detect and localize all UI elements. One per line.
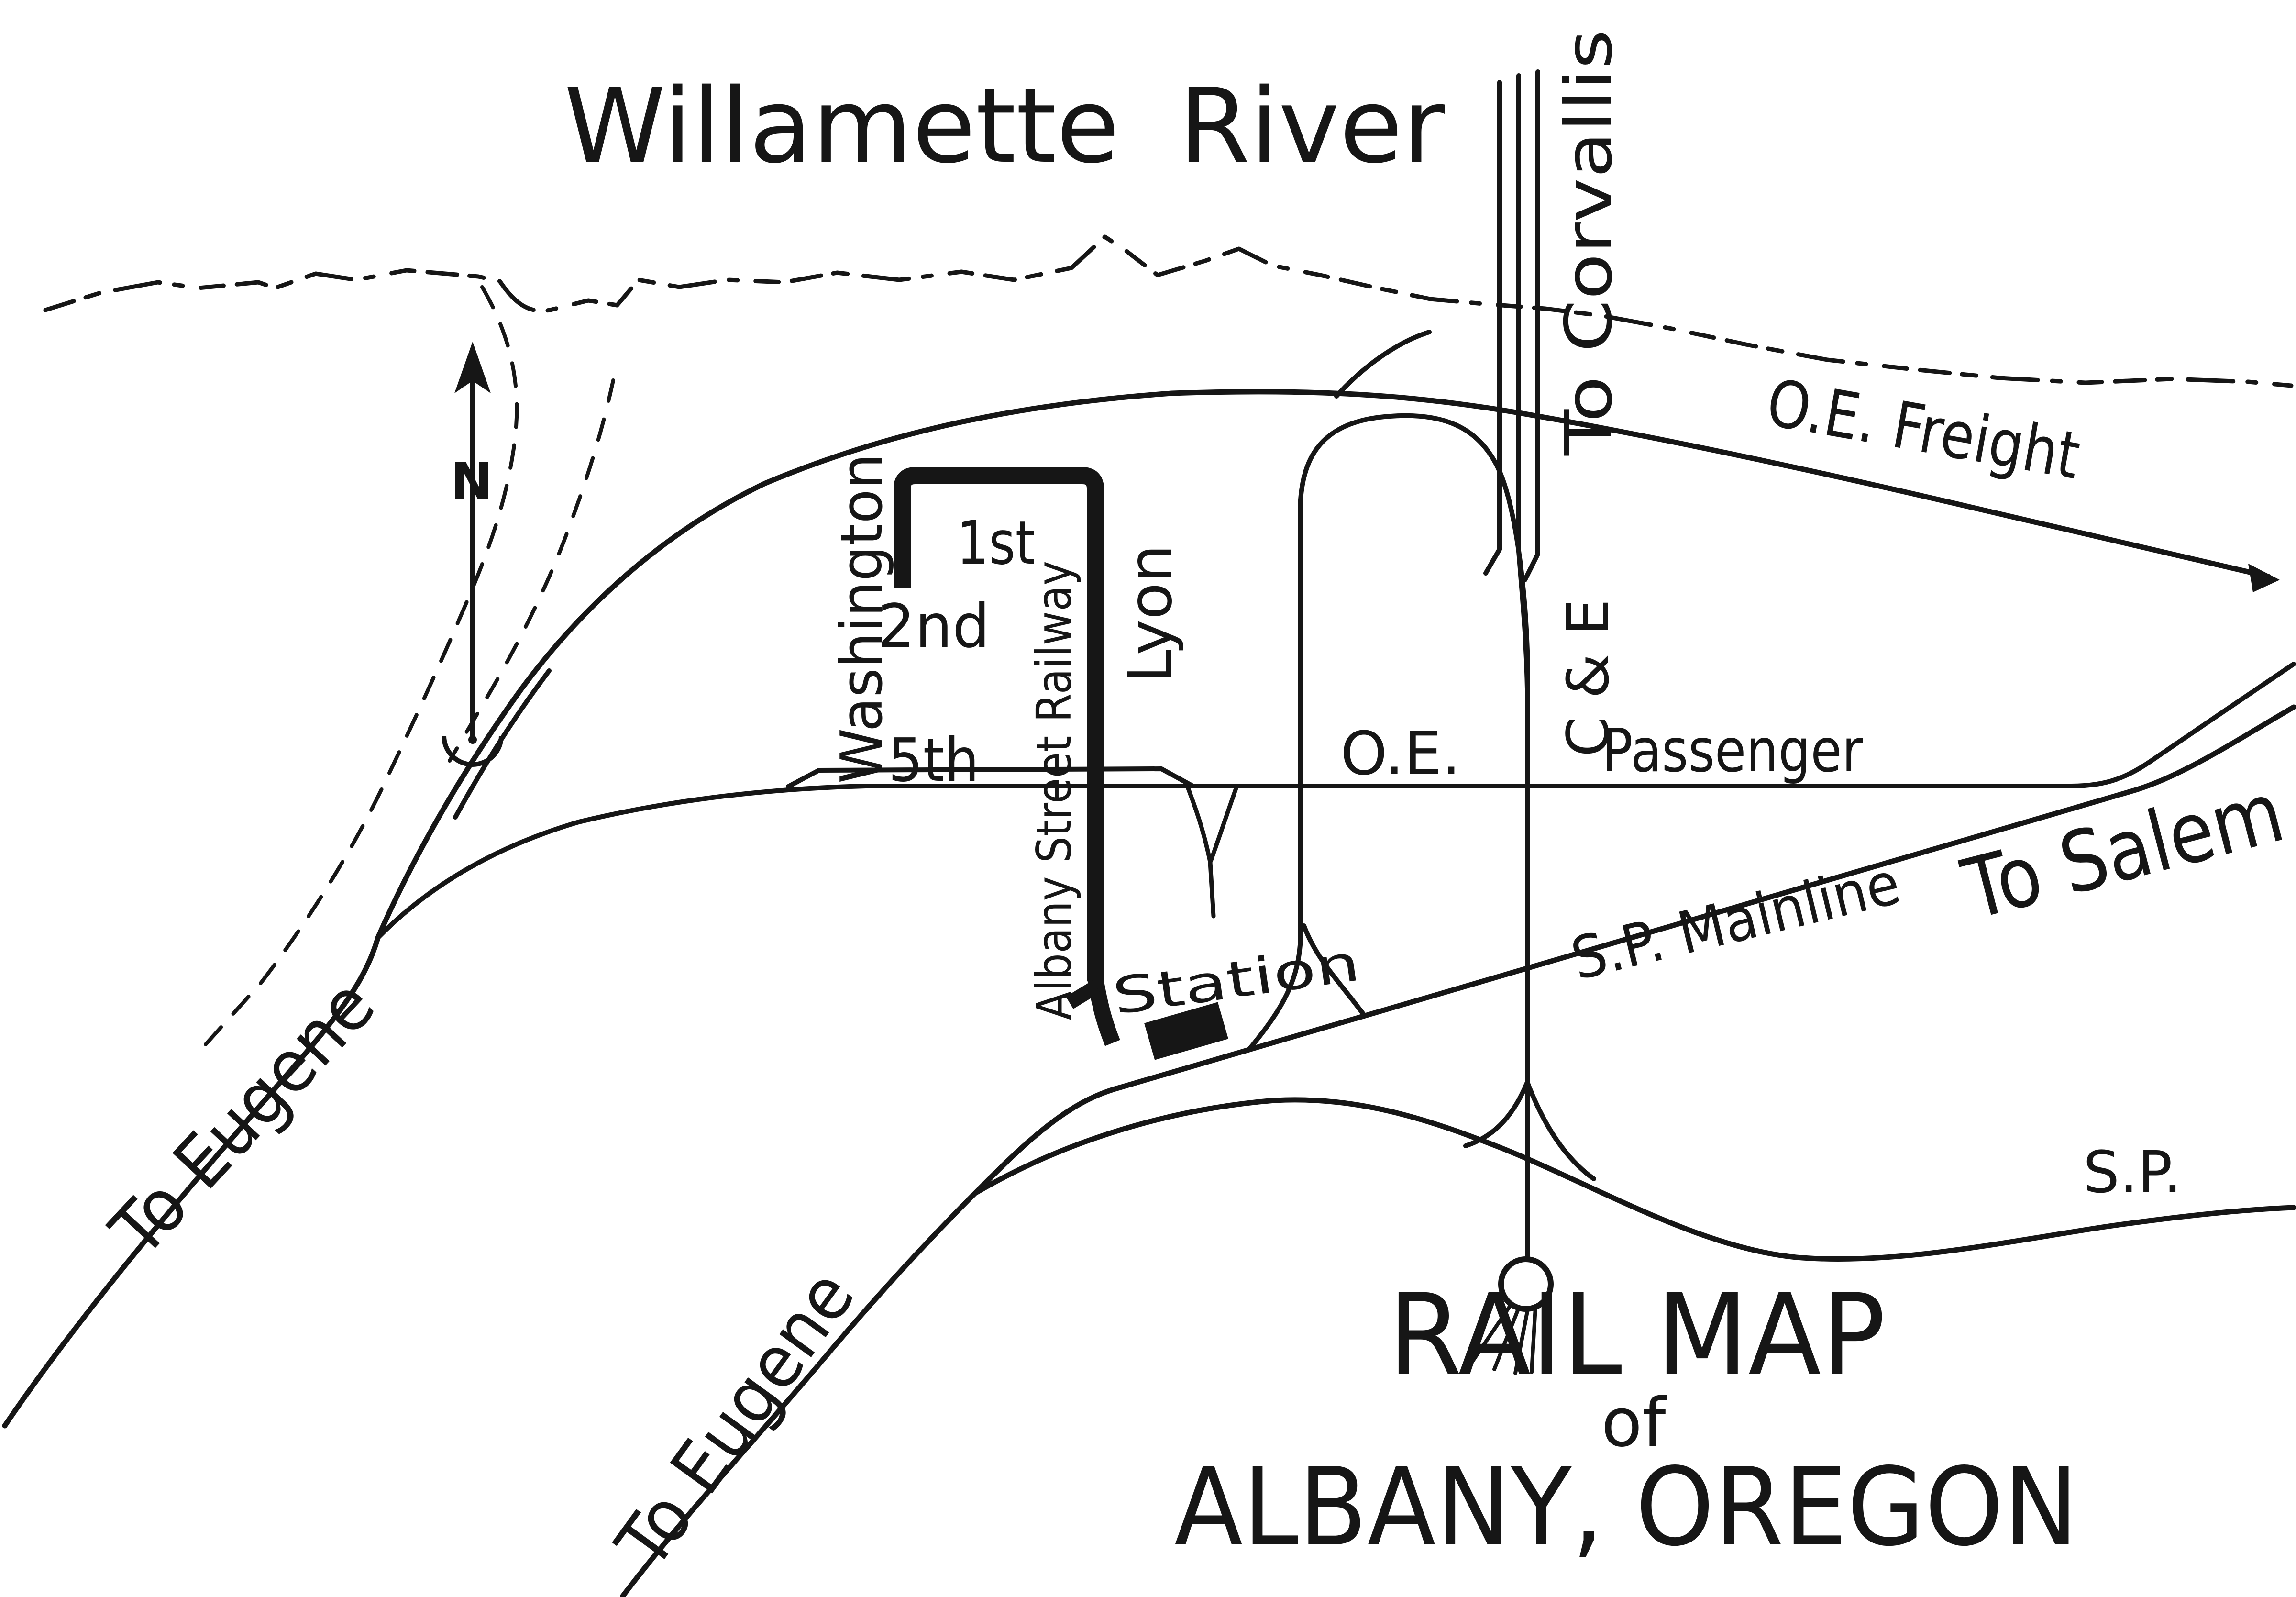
street-railway-branch [1087, 977, 1120, 1046]
label-to-corvallis: To Corvallis [1551, 30, 1626, 456]
oe-freight-arrowhead [2248, 564, 2280, 592]
street-railway-line [894, 467, 1104, 981]
street-railway-stub [1066, 980, 1100, 1009]
label-2nd: 2nd [878, 592, 990, 661]
loop-freight-connector [1334, 330, 1432, 399]
ce-track-middle [1516, 73, 1530, 1262]
station-marker [1144, 1002, 1228, 1060]
passenger-siding [786, 766, 1194, 789]
sp-bypass-line [974, 1097, 2296, 1262]
north-arrow [442, 342, 504, 767]
label-passenger: Passenger [1602, 716, 1864, 786]
ce-track-east-foot [1523, 552, 1540, 582]
north-arrow-head [454, 342, 491, 393]
label-sp-mainline: S.P. Mainline [1565, 849, 1907, 993]
title-line-2: of [1601, 1384, 1667, 1462]
north-arrow-base-dot [468, 735, 477, 744]
riverbank-dashes-west-1 [203, 285, 519, 1047]
river-shoreline [43, 234, 2294, 388]
passenger-spur-prong [1186, 786, 1238, 919]
label-lyon: Lyon [1116, 544, 1185, 683]
title-block: RAIL MAP of ALBANY, OREGON [1174, 1270, 2078, 1570]
ce-track-west-foot [1483, 547, 1502, 576]
label-to-eugene-lower: To Eugene [601, 1255, 871, 1584]
label-oe: O.E. [1340, 719, 1461, 788]
label-5th: 5th [888, 726, 979, 795]
label-1st: 1st [957, 509, 1036, 578]
loop-east-arm [1302, 923, 1367, 1018]
label-sp: S.P. [2083, 1140, 2182, 1206]
oe-passenger-line [375, 662, 2296, 940]
title-line-3: ALBANY, OREGON [1174, 1445, 2078, 1570]
label-washington: Washington [829, 454, 895, 784]
river-group [43, 234, 2294, 1047]
label-station: Station [1109, 934, 1364, 1026]
label-to-eugene-upper: To Eugene [95, 964, 391, 1273]
title-line-1: RAIL MAP [1388, 1270, 1886, 1401]
label-north-n: N [451, 452, 493, 510]
label-oe-freight: O.E. Freight [1761, 365, 2085, 494]
oe-balloon-loop [1246, 413, 1530, 1053]
turntable-tassel [1470, 1303, 1537, 1375]
oe-freight-line [2, 389, 2271, 1429]
sp-mainline-line [620, 704, 2296, 1597]
label-albany-street-railway: Albany Street Railway [1026, 561, 1082, 1020]
label-to-salem: To Salem [1954, 764, 2293, 939]
bypass-wye-west-arm [1463, 1080, 1530, 1148]
bypass-wye-east-arm [1525, 1080, 1596, 1181]
rail-lines [2, 69, 2296, 1597]
north-arrow-base-arc [442, 735, 504, 767]
street-railway-group [894, 467, 1120, 1046]
riverbank-dashes-west-2 [448, 378, 615, 763]
river-title: Willamette River [564, 66, 1445, 186]
label-c-and-e: C & E [1556, 599, 1622, 757]
